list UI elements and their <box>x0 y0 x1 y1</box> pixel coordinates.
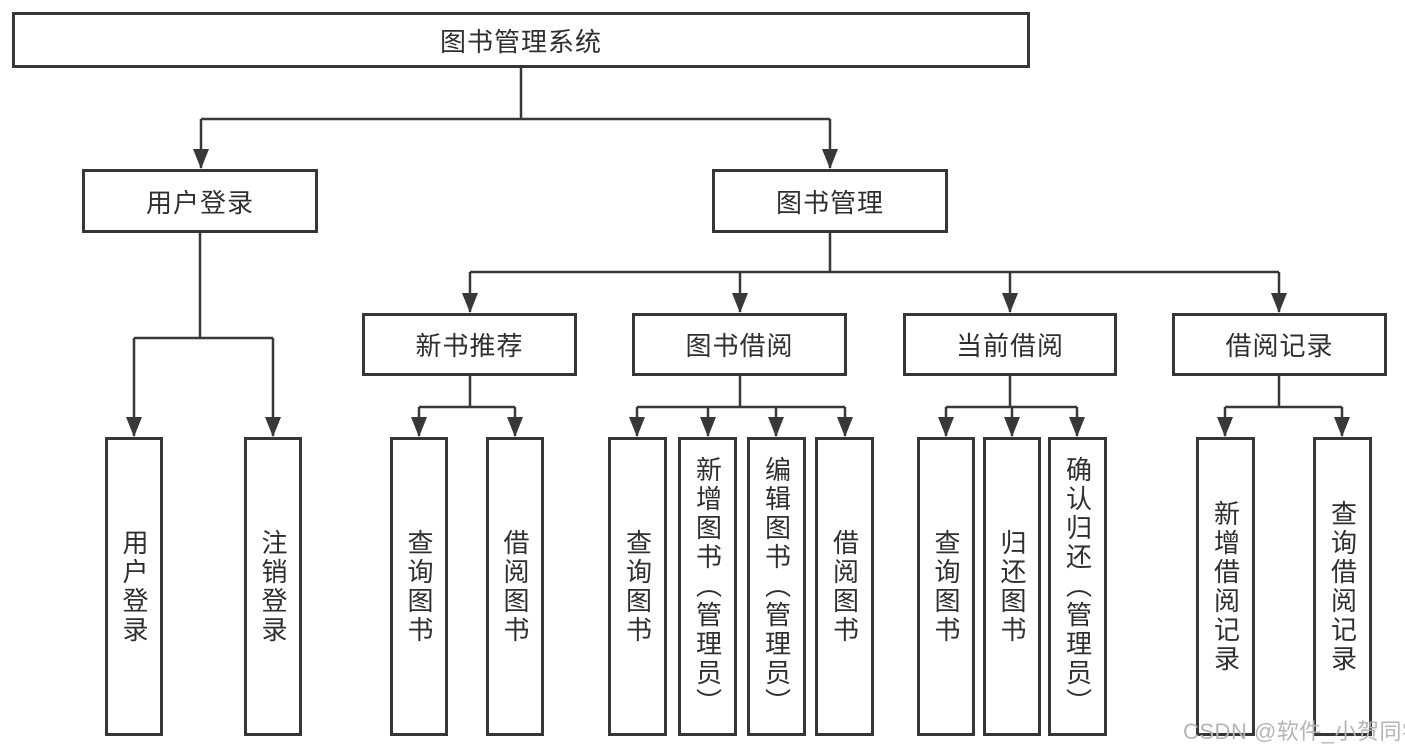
leaf-query-books-a: 查询图书 <box>390 437 448 736</box>
leaf-label: 归还图书 <box>997 528 1027 645</box>
leaf-label: 新增图书（管理员） <box>692 456 723 717</box>
leaf-query-borrow-record: 查询借阅记录 <box>1313 437 1372 736</box>
watermark-text: CSDN @软件_小贺同学 <box>1183 719 1405 744</box>
leaf-return-books: 归还图书 <box>983 437 1041 736</box>
leaf-borrow-books-a: 借阅图书 <box>486 437 544 736</box>
connector-newbook-trunk <box>419 376 515 409</box>
leaf-label: 借阅图书 <box>500 528 530 645</box>
leaf-label: 查询图书 <box>622 528 653 645</box>
leaf-label: 新增借阅记录 <box>1210 499 1241 674</box>
leaf-label: 查询图书 <box>931 528 961 645</box>
leaf-query-books-c: 查询图书 <box>917 437 975 736</box>
node-book-management: 图书管理 <box>712 169 948 233</box>
connector-bookborrow-trunk <box>637 376 845 409</box>
node-root: 图书管理系统 <box>12 12 1030 68</box>
connector-currentborrow-trunk <box>946 376 1077 409</box>
leaf-label: 确认归还（管理员） <box>1062 456 1093 717</box>
leaf-label: 查询借阅记录 <box>1327 499 1358 674</box>
leaf-edit-book-admin: 编辑图书（管理员） <box>747 437 806 736</box>
leaf-logout-login: 注销登录 <box>244 437 302 736</box>
connector-borrowrecords-trunk <box>1225 376 1342 409</box>
leaf-add-borrow-record: 新增借阅记录 <box>1196 437 1255 736</box>
connector-userlogin-trunk <box>134 233 273 340</box>
leaf-label: 查询图书 <box>404 528 434 645</box>
leaf-label: 用户登录 <box>119 528 149 645</box>
node-borrow-records: 借阅记录 <box>1172 313 1387 376</box>
leaf-user-login: 用户登录 <box>105 437 163 736</box>
leaf-query-books-b: 查询图书 <box>608 437 667 736</box>
node-current-borrow: 当前借阅 <box>903 313 1117 376</box>
connector-root-trunk <box>201 68 830 121</box>
leaf-add-book-admin: 新增图书（管理员） <box>678 437 737 736</box>
connector-bookmgmt-trunk <box>470 233 1279 274</box>
leaf-label: 注销登录 <box>258 528 288 645</box>
leaf-label: 借阅图书 <box>829 528 860 645</box>
node-user-login: 用户登录 <box>82 169 318 233</box>
leaf-confirm-return-admin: 确认归还（管理员） <box>1048 437 1107 736</box>
leaf-label: 编辑图书（管理员） <box>761 456 792 717</box>
node-book-borrow: 图书借阅 <box>632 313 847 376</box>
leaf-borrow-books-b: 借阅图书 <box>815 437 874 736</box>
node-new-book-recommend: 新书推荐 <box>362 313 577 376</box>
